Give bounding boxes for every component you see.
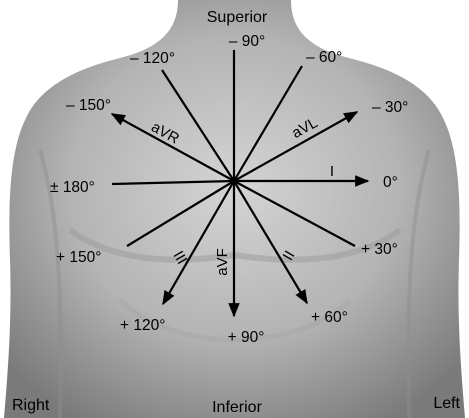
right-label: Right (12, 397, 50, 414)
angle-minus90-label: – 90° (229, 33, 265, 50)
lead-avf-label: aVF (214, 248, 231, 276)
angle-minus30-label: – 30° (372, 99, 408, 116)
angle-minus60-label: – 60° (306, 49, 342, 66)
left-label: Left (433, 395, 460, 412)
lead-i-label: I (330, 163, 334, 180)
angle-150-label: + 150° (56, 249, 101, 266)
superior-label: Superior (207, 9, 268, 26)
angle-minus150-label: – 150° (66, 97, 111, 114)
angle-60-label: + 60° (311, 309, 348, 326)
angle-90-label: + 90° (228, 329, 265, 346)
inferior-label: Inferior (212, 399, 262, 416)
angle-minus120-label: – 120° (130, 50, 175, 67)
angle-180-label: ± 180° (50, 179, 95, 196)
angle-0-label: 0° (383, 174, 398, 191)
angle-120-label: + 120° (120, 317, 165, 334)
angle-30-label: + 30° (361, 241, 398, 258)
